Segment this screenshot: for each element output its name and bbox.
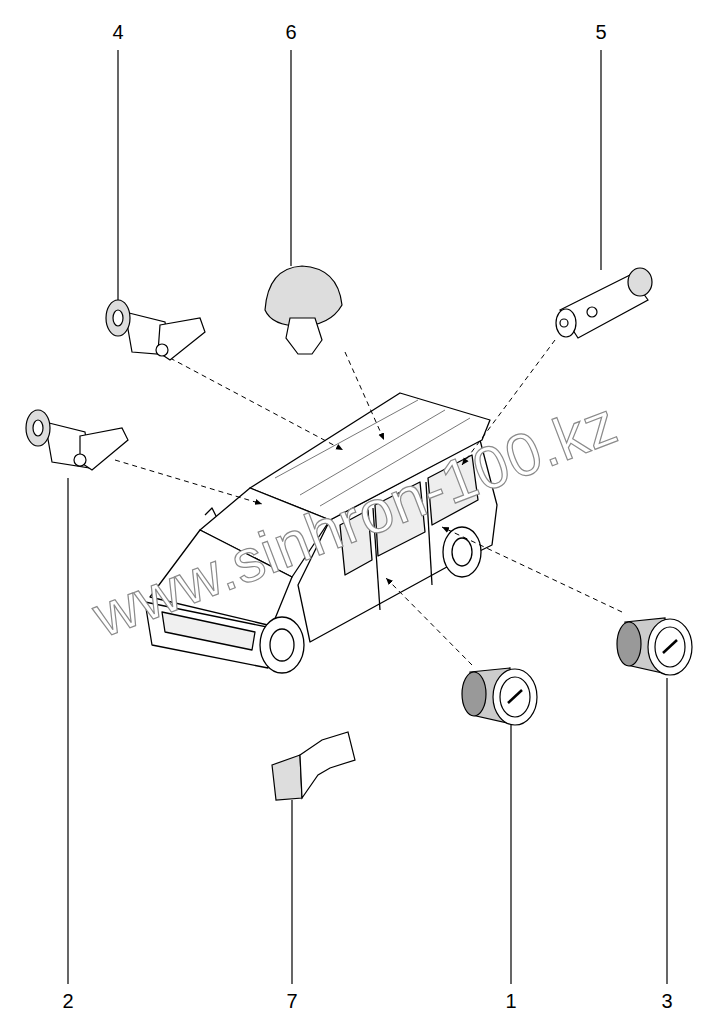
callout-number: 4: [112, 22, 123, 42]
callout-number: 2: [62, 991, 73, 1011]
leader-line: [666, 678, 667, 984]
door-lock-cylinder: [462, 668, 537, 725]
pointer-line: [442, 527, 622, 612]
lock-cylinder: [556, 268, 652, 338]
lock-cylinder: [26, 410, 128, 470]
pointer-line: [170, 358, 343, 450]
leader-line: [67, 478, 68, 984]
callout-number: 3: [661, 991, 672, 1011]
lock-cylinder: [106, 300, 205, 360]
pointer-line: [115, 460, 262, 504]
leader-line: [290, 50, 291, 266]
callout-number: 5: [595, 22, 606, 42]
leader-line: [510, 724, 511, 984]
leader-line: [117, 50, 118, 300]
door-lock-cylinder: [617, 618, 692, 675]
callout-number: 6: [285, 22, 296, 42]
pointer-line: [345, 352, 384, 440]
leader-line: [291, 800, 292, 984]
pointer-line: [386, 578, 472, 665]
leader-line: [600, 50, 601, 270]
callout-number: 1: [505, 991, 516, 1011]
callout-number: 7: [286, 991, 297, 1011]
roof-plug: [265, 266, 342, 354]
clip: [272, 732, 355, 800]
